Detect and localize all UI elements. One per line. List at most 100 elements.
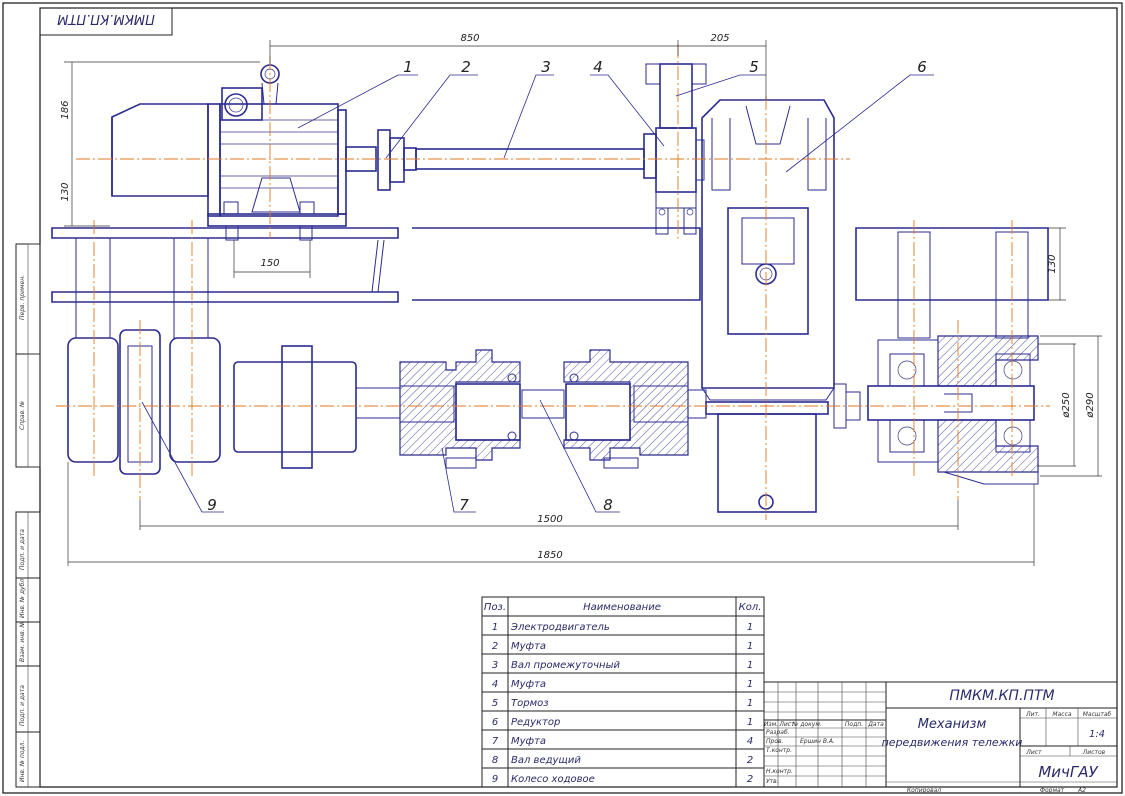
- tb-prov-name: Ершин В.А.: [800, 738, 835, 745]
- tb-list: Лист: [778, 721, 795, 728]
- spec-row-name: Вал ведущий: [511, 755, 581, 766]
- pos-6: 6: [917, 58, 927, 76]
- tb-utv: Утв.: [766, 778, 779, 785]
- tb-data: Дата: [867, 721, 884, 728]
- pos-1: 1: [403, 58, 413, 76]
- spec-header-name: Наименование: [583, 602, 661, 613]
- spec-row-pos: 8: [492, 755, 498, 766]
- driving-shaft: [521, 389, 565, 419]
- spec-row-name: Колесо ходовое: [511, 774, 595, 785]
- pos-4: 4: [593, 58, 603, 76]
- spec-row-pos: 6: [492, 717, 498, 728]
- spec-row-name: Вал промежуточный: [511, 660, 620, 671]
- side-label-5: Подп. и дата: [19, 685, 26, 726]
- spec-row-pos: 7: [492, 736, 499, 747]
- spec-row-name: Редуктор: [511, 717, 560, 728]
- spec-row-pos: 5: [492, 698, 498, 709]
- spec-row-qty: 1: [747, 660, 753, 671]
- leaders: [141, 74, 934, 513]
- tb-title-1: Механизм: [918, 717, 987, 732]
- pos-9: 9: [207, 496, 217, 514]
- tb-scale-value: 1:4: [1089, 729, 1105, 740]
- side-label-3: Инв. № дубл.: [19, 577, 26, 618]
- tb-lit: Лит.: [1025, 711, 1040, 718]
- top-view: [51, 63, 1049, 513]
- tb-scale: Масштаб: [1083, 711, 1112, 718]
- reducer: [701, 99, 861, 513]
- drive-line: [67, 329, 1039, 485]
- dim-186: 186: [60, 100, 71, 119]
- tb-nkontr: Н.контр.: [766, 768, 793, 775]
- tb-prov: Пров.: [766, 738, 784, 745]
- spec-row-pos: 2: [492, 641, 498, 652]
- spec-row-qty: 1: [747, 679, 753, 690]
- title-block: [763, 681, 1118, 788]
- side-label-6: Инв. № подл.: [19, 741, 26, 782]
- tb-razrab: Разраб.: [766, 729, 790, 736]
- top-stamp-text: ПМКМ.КП.ПТМ: [57, 11, 155, 26]
- rail-beam: [51, 227, 1049, 303]
- side-label-2: Подп. и дата: [19, 529, 26, 570]
- side-label-0: Перв. примен.: [19, 275, 26, 320]
- spec-row-qty: 4: [747, 736, 753, 747]
- side-label-4: Взам. инв. №: [19, 621, 26, 662]
- running-wheel-left: [67, 329, 357, 475]
- spec-header-qty: Кол.: [739, 602, 762, 613]
- spec-row-name: Муфта: [511, 641, 546, 652]
- dim-1500: 1500: [537, 514, 562, 525]
- dimension-lines: [64, 40, 1102, 566]
- dim-150: 150: [260, 258, 279, 269]
- tb-izm: Изм.: [764, 721, 778, 728]
- running-wheel-right: [867, 335, 1039, 485]
- top-stamp-box: [39, 7, 173, 36]
- spec-row-name: Муфта: [511, 679, 546, 690]
- spec-row-qty: 2: [747, 755, 753, 766]
- tb-sheet: Лист: [1025, 749, 1042, 756]
- posts: [75, 231, 1029, 339]
- tb-format: Формат: [1040, 787, 1065, 794]
- shaft-left: [355, 387, 401, 419]
- spec-row-name: Тормоз: [511, 698, 549, 709]
- dim-1850: 1850: [537, 550, 562, 561]
- pos-8: 8: [603, 496, 613, 514]
- spec-row-pos: 4: [492, 679, 498, 690]
- tb-mass: Масса: [1052, 711, 1071, 718]
- spec-row-qty: 1: [747, 641, 753, 652]
- spec-row-qty: 2: [747, 774, 753, 785]
- spec-row-pos: 9: [492, 774, 498, 785]
- spec-header-pos: Поз.: [484, 602, 506, 613]
- tb-copied: Копировал: [907, 787, 941, 794]
- spec-row-qty: 1: [747, 717, 753, 728]
- coupling-2: [377, 129, 417, 191]
- center-lines: [56, 44, 1050, 520]
- coupling-7-right: [563, 349, 689, 469]
- tb-format-val: А2: [1077, 787, 1086, 794]
- coupling-brake: [643, 63, 707, 235]
- spec-row-pos: 1: [492, 622, 498, 633]
- side-label-1: Справ. №: [19, 401, 26, 430]
- spec-row-qty: 1: [747, 622, 753, 633]
- dim-290: ø290: [1085, 392, 1096, 418]
- pos-2: 2: [461, 58, 471, 76]
- spec-row-name: Электродвигатель: [510, 622, 610, 633]
- side-strip: Перв. примен. Справ. № Подп. и дата Инв.…: [15, 243, 41, 788]
- pos-5: 5: [749, 58, 759, 76]
- shaft-to-reducer: [687, 389, 707, 419]
- tb-org: МичГАУ: [1038, 763, 1098, 781]
- tb-doc-code: ПМКМ.КП.ПТМ: [949, 688, 1054, 704]
- dim-205: 205: [710, 33, 729, 44]
- tb-podp: Подп.: [845, 721, 863, 728]
- tb-sheets: Листов: [1082, 749, 1106, 756]
- spec-row-qty: 1: [747, 698, 753, 709]
- spec-row-pos: 3: [492, 660, 498, 671]
- pos-3: 3: [541, 58, 551, 76]
- tb-title-2: передвижения тележки: [882, 736, 1023, 749]
- tb-tkontr: Т.контр.: [766, 747, 792, 754]
- pos-7: 7: [459, 496, 469, 514]
- coupling-7-left: [399, 349, 521, 469]
- electric-motor: [111, 64, 377, 241]
- dim-130-a: 130: [60, 182, 71, 201]
- dim-850: 850: [460, 33, 479, 44]
